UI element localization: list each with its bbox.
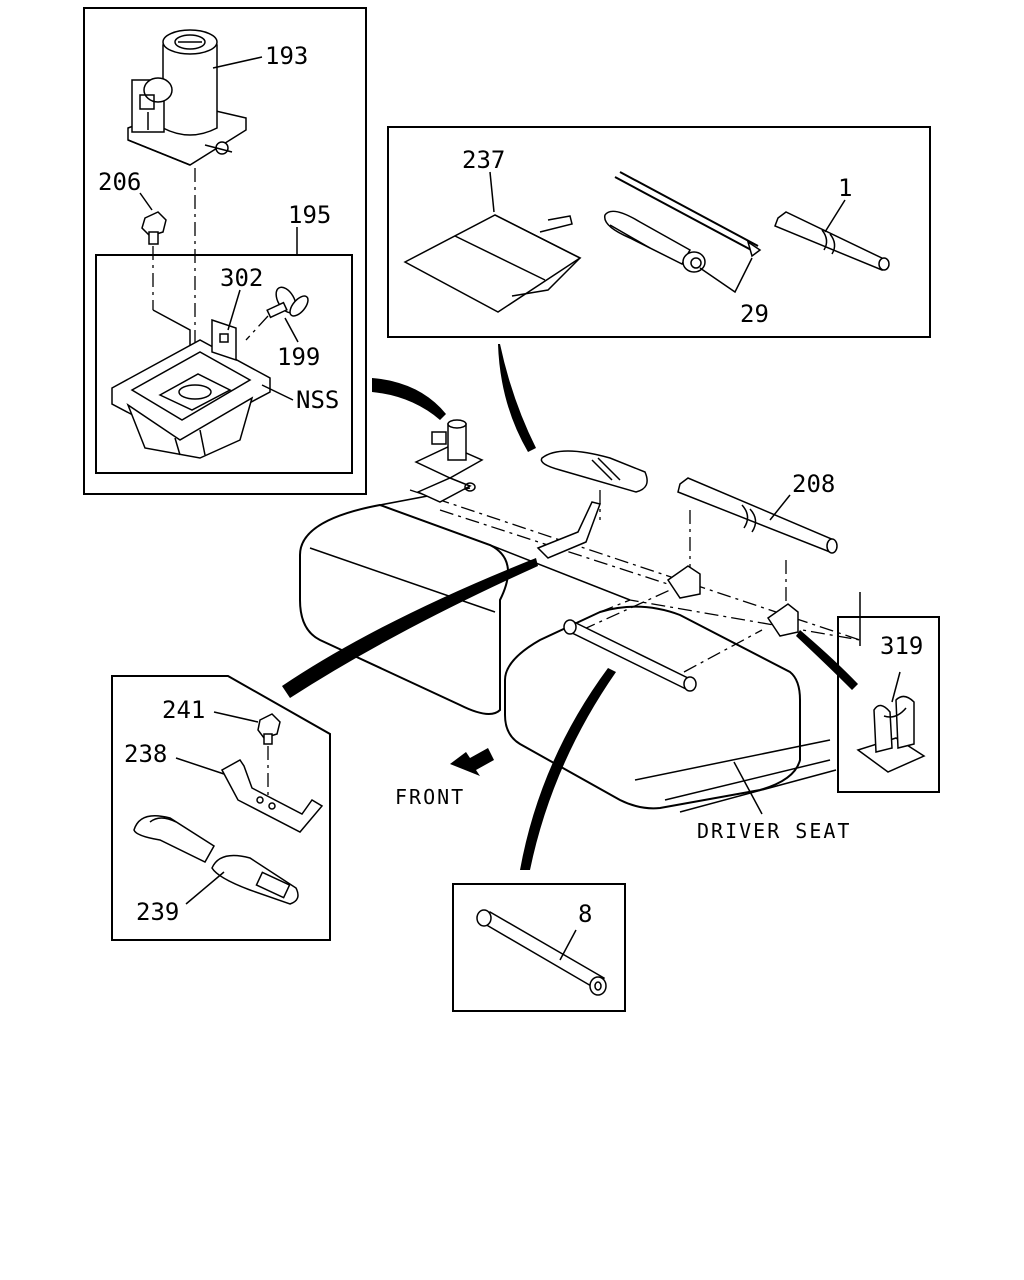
label-239: 239 [136, 898, 179, 926]
jack-detail-box: 193 206 195 302 199 NSS [83, 7, 367, 495]
wing-bolt-199-drawing [245, 286, 309, 341]
label-241: 241 [162, 696, 205, 724]
label-1: 1 [838, 174, 852, 202]
label-199: 199 [277, 343, 320, 371]
label-319: 319 [880, 632, 923, 660]
seat-assembly-drawing: 208 FRONT DRIVER SEAT [299, 419, 861, 843]
label-206: 206 [98, 168, 141, 196]
label-193: 193 [265, 42, 308, 70]
wrench-set-drawing [603, 171, 762, 273]
label-front: FRONT [395, 785, 465, 809]
jack-bracket-inner-box [95, 254, 353, 474]
strap-detail-box: 241 238 239 [111, 675, 331, 941]
jack-bracket-drawing [111, 318, 271, 459]
label-237: 237 [462, 146, 505, 174]
wrench-detail-box: 8 [452, 883, 626, 1012]
label-nss: NSS [296, 386, 339, 414]
label-238: 238 [124, 740, 167, 768]
label-8: 8 [578, 900, 592, 928]
clip-detail-box: 319 [837, 616, 940, 793]
handle-bar-drawing [774, 211, 890, 271]
label-208: 208 [792, 470, 835, 498]
label-driver-seat: DRIVER SEAT [697, 819, 851, 843]
tool-bag-drawing [403, 214, 582, 313]
front-arrow-icon [450, 748, 494, 776]
callout-arrows [282, 344, 858, 870]
tools-detail-box: 237 1 29 [387, 126, 931, 338]
bottle-jack-drawing [127, 29, 247, 166]
label-195: 195 [288, 201, 331, 229]
label-29: 29 [740, 300, 769, 328]
label-302: 302 [220, 264, 263, 292]
